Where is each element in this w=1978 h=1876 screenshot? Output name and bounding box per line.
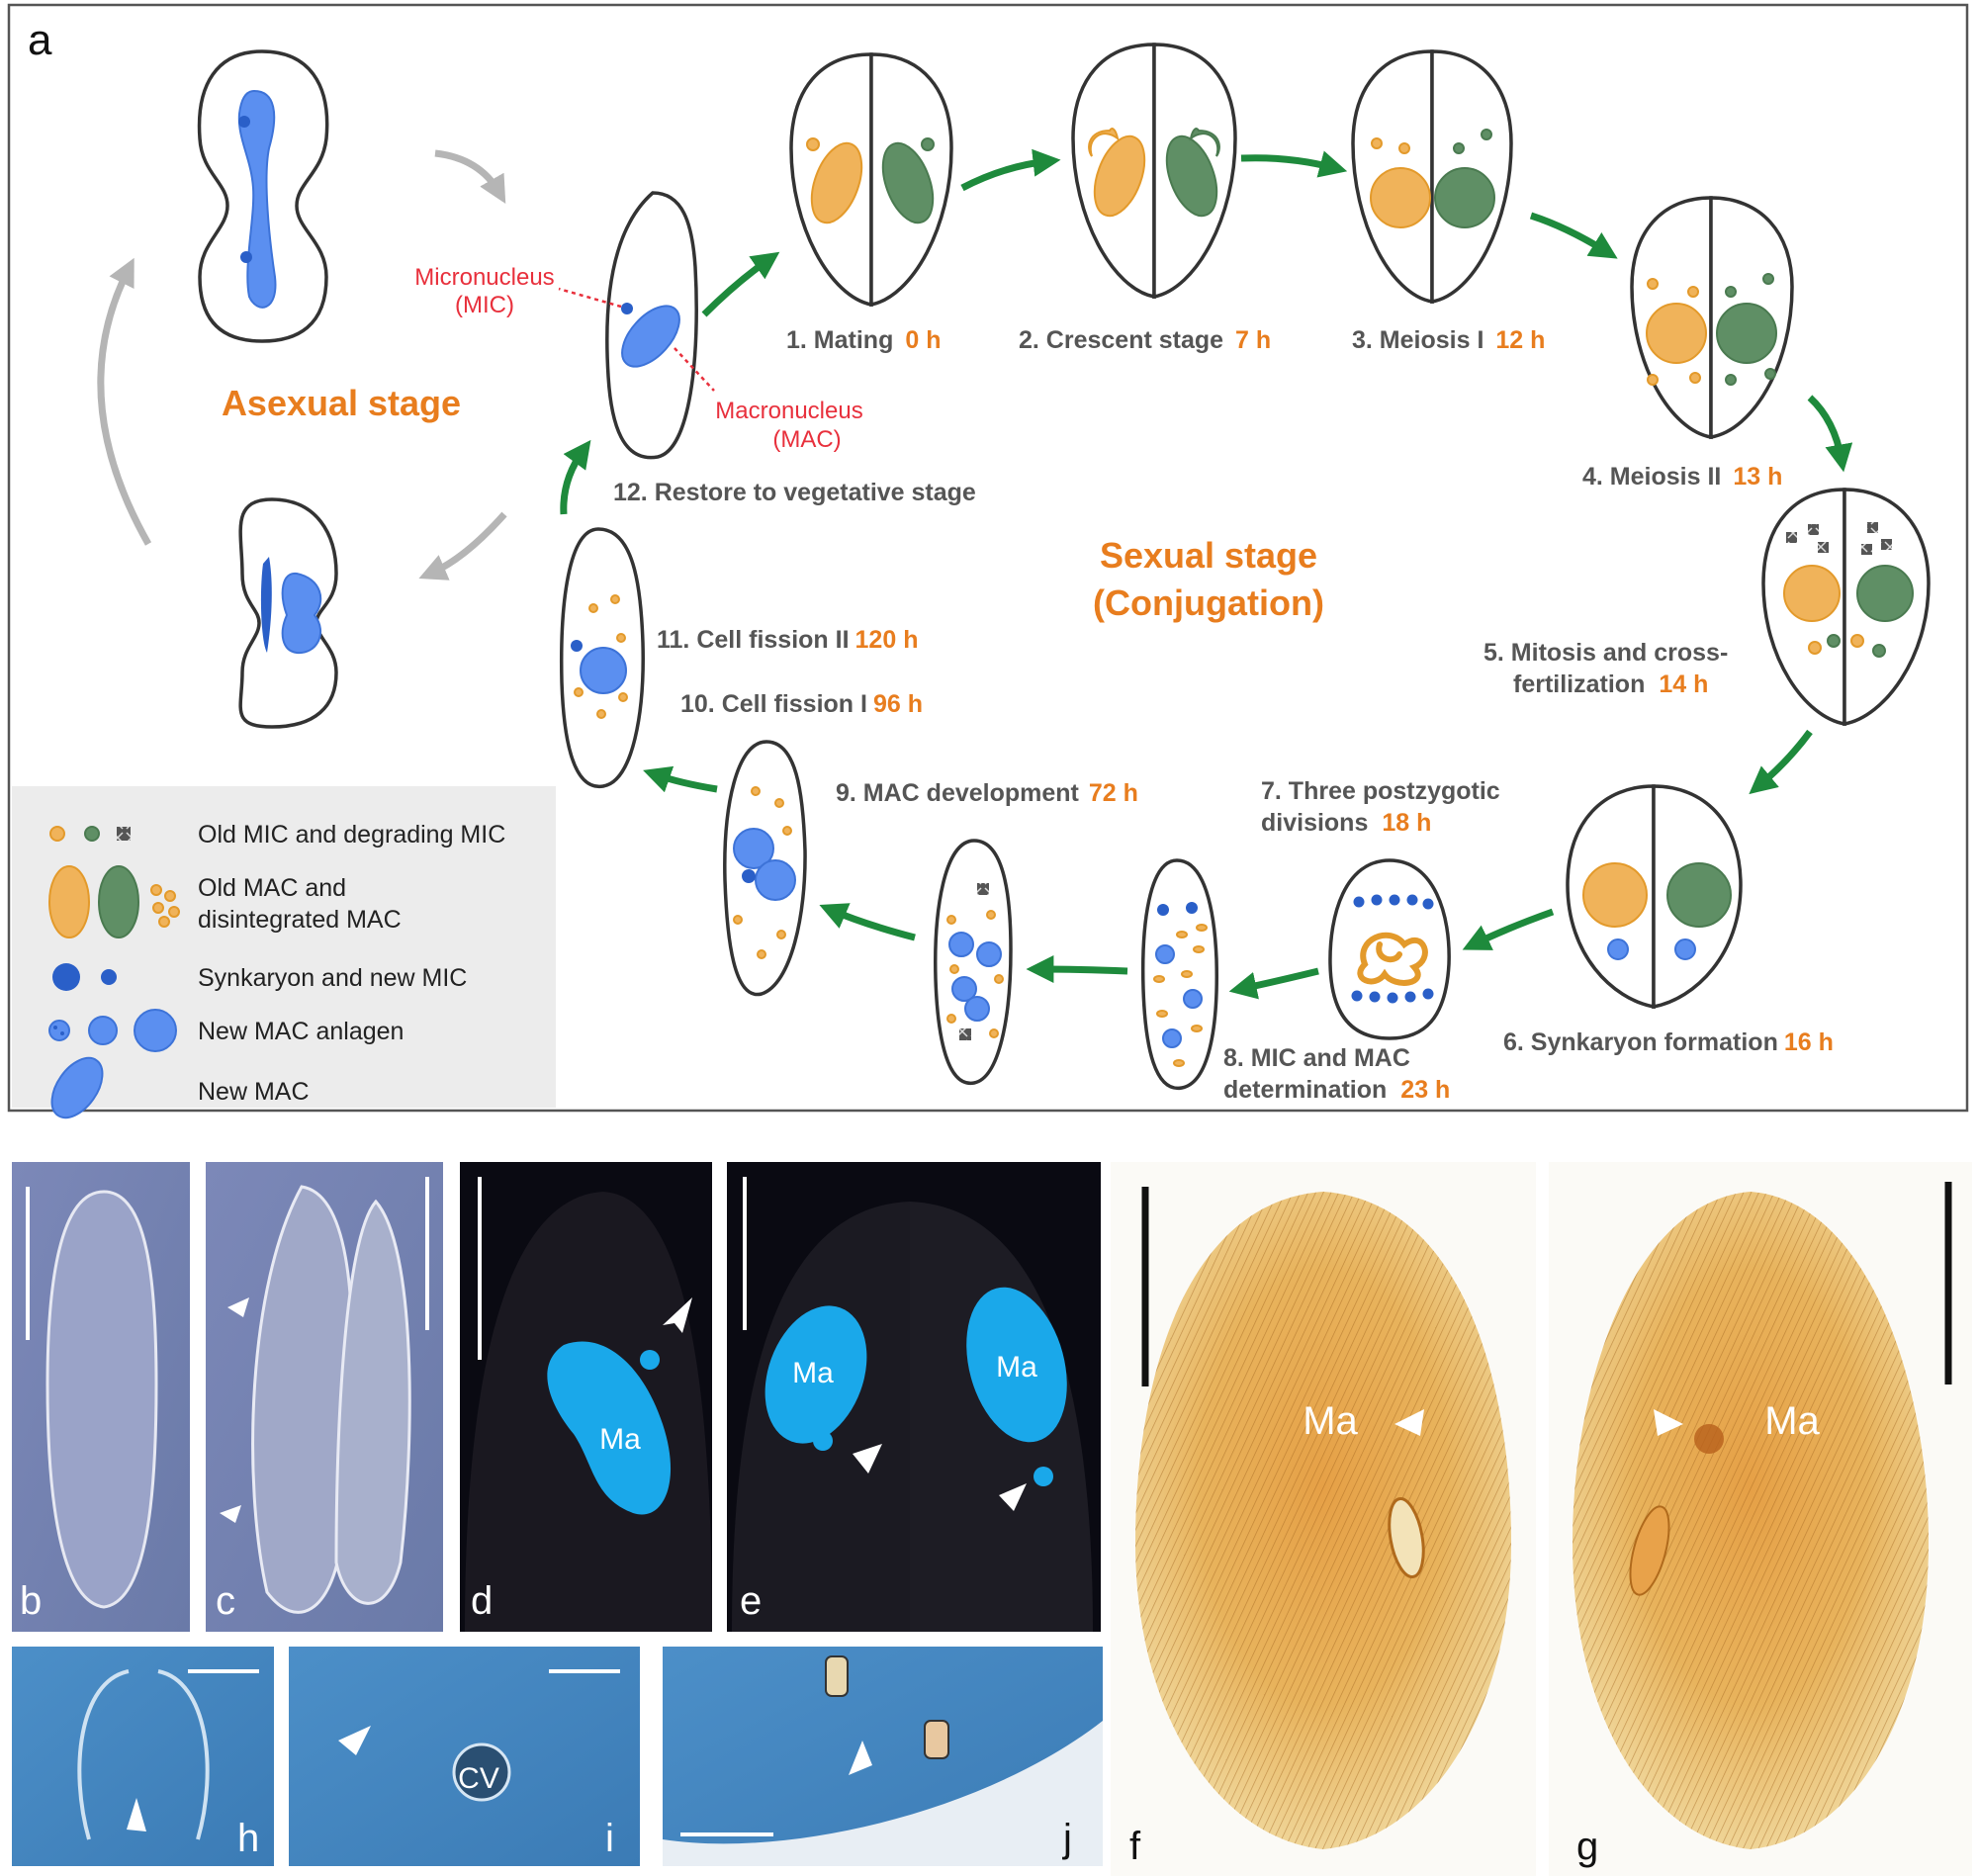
mic-label-2: (MIC) <box>455 292 514 318</box>
panel-h: h <box>12 1647 274 1866</box>
vegetative-mac <box>621 305 680 368</box>
mic-top <box>238 116 250 128</box>
panel-g: Ma g <box>1549 1162 1972 1876</box>
grey-arrow-2 <box>418 511 507 581</box>
panel-e: Ma Ma e <box>727 1162 1101 1632</box>
legend: Old MIC and degrading MIC Old MAC and di… <box>48 821 505 1119</box>
panel-f-ma: Ma <box>1303 1399 1358 1443</box>
dividing-mac <box>281 572 322 655</box>
legend-box <box>12 786 556 1108</box>
panel-label-f: f <box>1129 1825 1141 1868</box>
vegetative-mic <box>621 303 633 314</box>
pair-2 <box>1071 43 1237 300</box>
pair-3 <box>1351 49 1513 305</box>
legend-2-line2: disintegrated MAC <box>198 906 402 934</box>
panel-label-g: g <box>1576 1825 1598 1868</box>
panel-label-h: h <box>237 1817 259 1860</box>
sexual-stage-label-1: Sexual stage <box>1100 535 1317 576</box>
panel-d: Ma d <box>460 1162 712 1632</box>
pair-6 <box>1566 784 1743 1010</box>
dividing-mic <box>260 557 272 653</box>
pair-4 <box>1630 196 1794 440</box>
panel-f: Ma f <box>1111 1162 1536 1876</box>
asexual-cycle: Asexual stage <box>97 49 507 729</box>
mac-pointer <box>674 347 715 392</box>
panel-label-c: c <box>216 1579 235 1623</box>
panel-b: b <box>12 1162 190 1632</box>
cell-11 <box>559 527 645 788</box>
panel-d-ma: Ma <box>599 1423 641 1456</box>
panel-e-ma-right: Ma <box>996 1351 1037 1384</box>
step-12: 12. Restore to vegetative stage <box>613 479 976 506</box>
legend-4: New MAC anlagen <box>198 1018 404 1045</box>
mic-pointer <box>558 287 622 309</box>
panel-c: c <box>206 1162 443 1632</box>
panel-i: CV i <box>289 1647 640 1866</box>
step-7-line1: 7. Three postzygotic <box>1261 777 1500 805</box>
cell-7 <box>1328 858 1451 1040</box>
green-arrows <box>560 148 1853 1000</box>
pair-1 <box>789 52 953 308</box>
panel-label-e: e <box>740 1579 762 1623</box>
vegetative-cell: Micronucleus (MIC) Macronucleus (MAC) <box>414 191 863 460</box>
panel-label-a: a <box>28 16 52 64</box>
exconjugant-cells <box>559 527 1451 1090</box>
step-5-line1: 5. Mitosis and cross- <box>1484 639 1728 667</box>
legend-1: Old MIC and degrading MIC <box>198 821 505 849</box>
panel-label-j: j <box>1062 1817 1072 1860</box>
step-8-line1: 8. MIC and MAC <box>1223 1044 1410 1072</box>
grey-arrow-1 <box>434 149 506 204</box>
legend-3: Synkaryon and new MIC <box>198 964 467 992</box>
cell-10 <box>723 740 807 997</box>
panel-g-ma: Ma <box>1764 1399 1820 1443</box>
panel-e-ma-left: Ma <box>792 1357 834 1389</box>
pair-5 <box>1761 488 1931 727</box>
panel-i-cv: CV <box>458 1762 499 1795</box>
mic-label-1: Micronucleus <box>414 264 554 291</box>
sexual-stage-label-2: (Conjugation) <box>1093 582 1324 623</box>
panel-label-b: b <box>20 1579 42 1623</box>
cell-8 <box>1140 858 1218 1090</box>
panel-label-i: i <box>605 1817 614 1860</box>
legend-5: New MAC <box>198 1078 310 1106</box>
cell-9 <box>934 839 1013 1085</box>
mic-bottom <box>240 251 252 263</box>
conjugation-steps <box>789 43 1931 1010</box>
panel-label-d: d <box>471 1579 493 1623</box>
grey-arrow-3 <box>97 257 152 546</box>
asexual-stage-label: Asexual stage <box>222 383 461 423</box>
panel-j: j <box>663 1647 1103 1866</box>
mac-label-2: (MAC) <box>772 426 841 453</box>
legend-2-line1: Old MAC and <box>198 874 346 902</box>
mac-label-1: Macronucleus <box>715 398 862 424</box>
